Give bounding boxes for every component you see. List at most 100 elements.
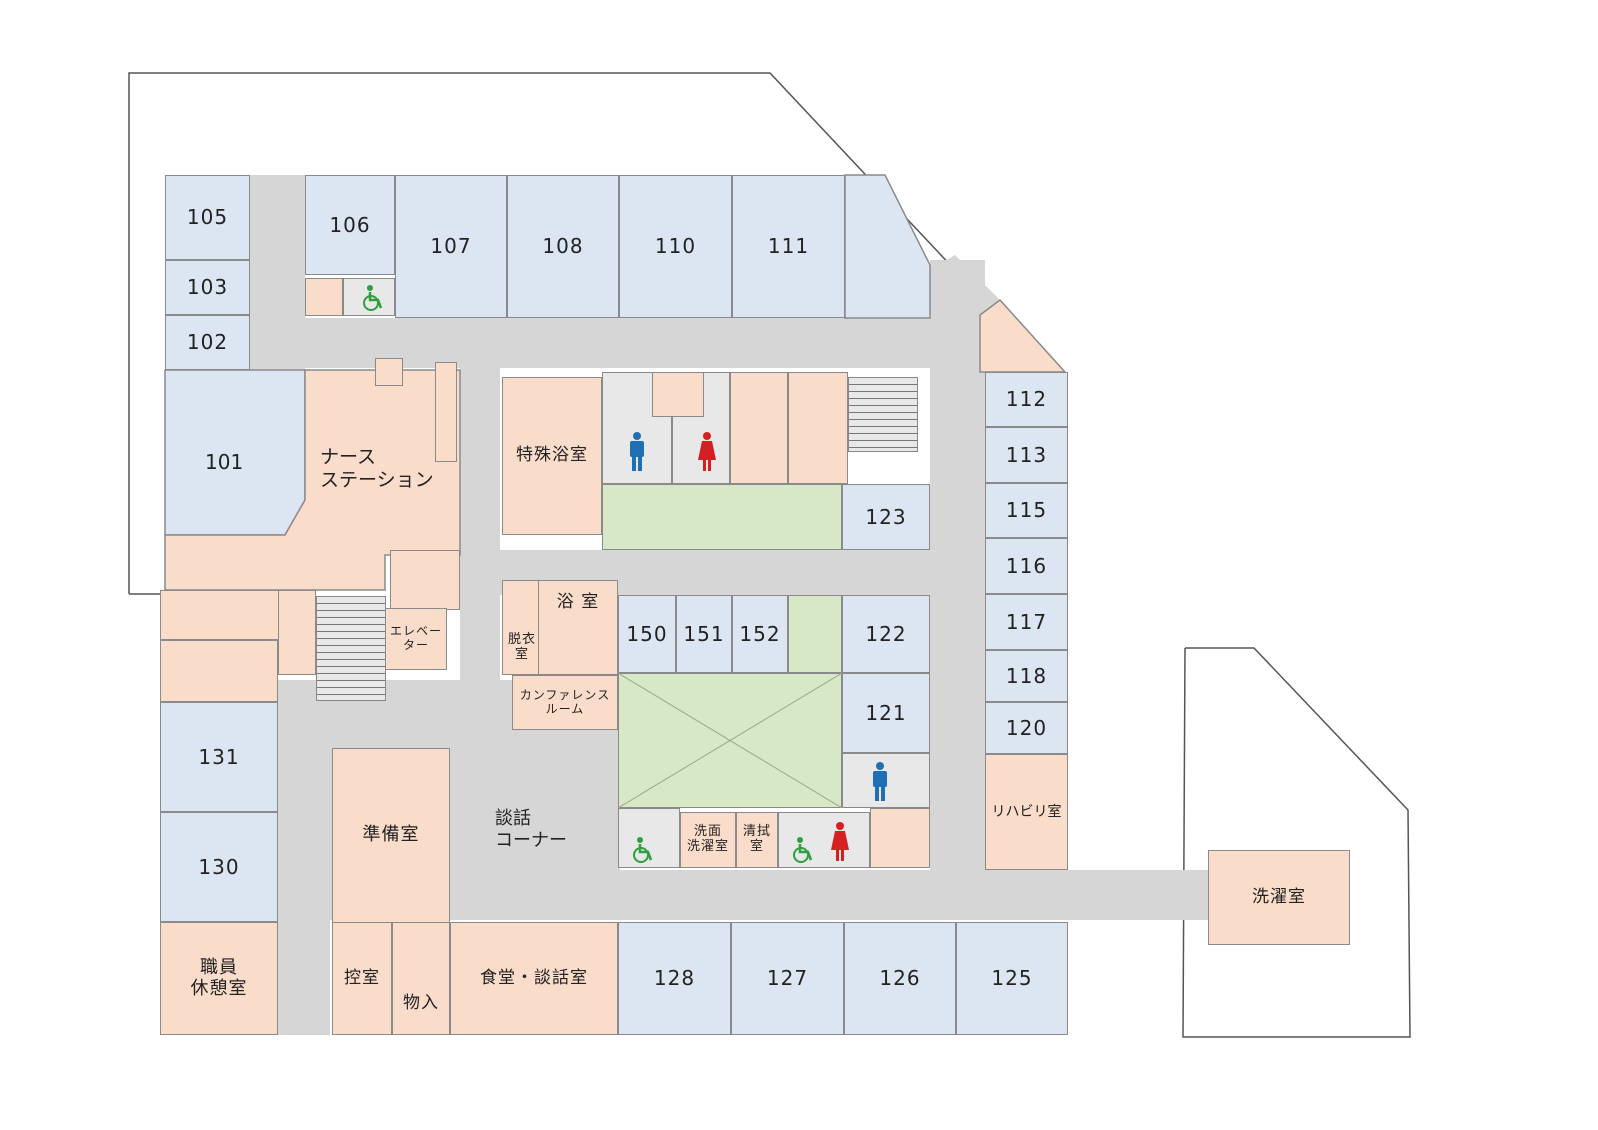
nurse-station-label: ナース ステーション — [320, 446, 434, 491]
elevator-label: エレベー ター — [389, 624, 442, 652]
room-label: 152 — [739, 621, 781, 646]
room-103[interactable]: 103 — [165, 260, 250, 315]
room-118[interactable]: 118 — [985, 650, 1068, 702]
room-152[interactable]: 152 — [732, 595, 788, 673]
staff-room-west-2[interactable] — [160, 640, 278, 702]
waiting-room[interactable]: 控室 — [332, 922, 392, 1035]
special-bath[interactable]: 特殊浴室 — [502, 377, 602, 535]
rehab-room[interactable]: リハビリ室 — [985, 754, 1068, 870]
utility-room-north-1[interactable] — [652, 372, 704, 417]
room-label: 108 — [542, 234, 584, 258]
room-label: 106 — [329, 212, 371, 237]
special-bath-label: 特殊浴室 — [516, 445, 588, 466]
female-restroom-icon — [831, 822, 849, 861]
nurse-station-closet[interactable] — [375, 358, 403, 386]
female-restroom-icon — [698, 432, 716, 471]
room-label: 102 — [186, 330, 229, 354]
cleaning-room[interactable]: 清拭 室 — [736, 812, 778, 868]
conference-room[interactable]: カンファレンス ルーム — [512, 675, 618, 730]
nurse-station-counter — [435, 362, 457, 462]
utility-room-south[interactable] — [870, 808, 930, 868]
accessible-restroom-icon — [633, 837, 653, 863]
storage-small-north[interactable] — [305, 278, 343, 316]
conference-room-label: カンファレンス ルーム — [519, 687, 611, 716]
room-107[interactable]: 107 — [395, 175, 507, 318]
room-label: 122 — [865, 621, 907, 646]
room-108[interactable]: 108 — [507, 175, 619, 318]
room-123[interactable]: 123 — [842, 484, 930, 550]
prep-room[interactable]: 準備室 — [332, 748, 450, 923]
room-121[interactable]: 121 — [842, 673, 930, 753]
male-restroom-icon — [630, 432, 644, 471]
room-label: 130 — [198, 854, 240, 879]
room-112[interactable]: 112 — [985, 372, 1068, 427]
storage-in[interactable]: 物入 — [392, 922, 450, 1035]
courtyard-strip — [788, 595, 842, 673]
courtyard-void-mark — [618, 673, 842, 808]
room-label: 113 — [1005, 442, 1048, 467]
room-106[interactable]: 106 — [305, 175, 395, 275]
laundry-room[interactable]: 洗濯室 — [1208, 850, 1350, 945]
room-150[interactable]: 150 — [618, 595, 676, 673]
corridor-north — [245, 318, 980, 368]
staircase-east[interactable] — [848, 377, 918, 452]
accessible-restroom-icon — [363, 285, 383, 311]
dining-talk-room[interactable]: 食堂・談話室 — [450, 922, 618, 1035]
room-label: 151 — [683, 621, 725, 646]
room-127[interactable]: 127 — [731, 922, 844, 1035]
staircase-west[interactable] — [316, 596, 386, 701]
room-131[interactable]: 131 — [160, 702, 278, 812]
room-128[interactable]: 128 — [618, 922, 731, 1035]
male-restroom-icon — [873, 762, 887, 801]
room-126[interactable]: 126 — [844, 922, 956, 1035]
bath[interactable]: 浴 室 — [538, 580, 618, 675]
room-label: 111 — [767, 234, 810, 258]
room-label: 131 — [198, 744, 240, 769]
room-label: 107 — [430, 234, 472, 258]
dining-label: 食堂・談話室 — [480, 967, 588, 988]
elevator-shaft-upper — [390, 550, 460, 610]
elevator[interactable]: エレベー ター — [385, 608, 447, 670]
room-113[interactable]: 113 — [985, 427, 1068, 483]
room-label: 103 — [186, 275, 229, 299]
room-label: 116 — [1005, 553, 1048, 578]
room-label: 117 — [1005, 609, 1048, 634]
wash-laundry-room[interactable]: 洗面 洗濯室 — [680, 812, 736, 868]
room-120[interactable]: 120 — [985, 702, 1068, 754]
room-105[interactable]: 105 — [165, 175, 250, 260]
accessible-restroom-south-2[interactable] — [778, 812, 870, 868]
rehab-room-label: リハビリ室 — [991, 803, 1062, 820]
room-101-label: 101 — [205, 450, 244, 474]
utility-room-north-2[interactable] — [730, 372, 788, 484]
staff-lounge[interactable]: 職員 休憩室 — [160, 922, 278, 1035]
restroom-male-south[interactable] — [842, 753, 930, 808]
room-115[interactable]: 115 — [985, 483, 1068, 538]
room-130[interactable]: 130 — [160, 812, 278, 922]
room-label: 118 — [1005, 663, 1048, 688]
laundry-room-label: 洗濯室 — [1252, 886, 1306, 907]
room-110[interactable]: 110 — [619, 175, 732, 318]
cleaning-room-label: 清拭 室 — [742, 824, 771, 854]
room-102[interactable]: 102 — [165, 315, 250, 370]
room-111[interactable]: 111 — [732, 175, 845, 318]
room-label: 128 — [653, 966, 696, 990]
room-122[interactable]: 122 — [842, 595, 930, 673]
waiting-room-label: 控室 — [344, 967, 380, 988]
staff-room-west-3[interactable] — [278, 590, 316, 675]
utility-room-north-3[interactable] — [788, 372, 848, 484]
bath-label: 浴 室 — [556, 591, 600, 612]
changing-room-label: 脱衣室 — [507, 631, 536, 662]
room-151[interactable]: 151 — [676, 595, 732, 673]
room-125[interactable]: 125 — [956, 922, 1068, 1035]
talk-corner-label: 談話 コーナー — [495, 808, 567, 851]
courtyard-north — [602, 484, 842, 550]
room-116[interactable]: 116 — [985, 538, 1068, 594]
storage-label: 物入 — [403, 992, 439, 1013]
room-117[interactable]: 117 — [985, 594, 1068, 650]
changing-room[interactable]: 脱衣室 — [502, 580, 542, 675]
